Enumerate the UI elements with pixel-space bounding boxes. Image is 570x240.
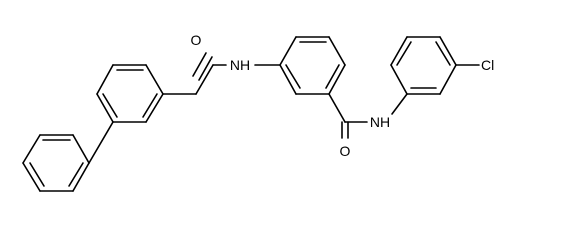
biaryl-bond <box>88 121 114 164</box>
nitrogen-right-label: NH <box>370 114 390 130</box>
oxygen-left-label: O <box>191 32 202 48</box>
chlorophenyl-ring <box>390 36 480 95</box>
central-ring <box>279 36 346 95</box>
oxygen-right-label: O <box>340 143 351 159</box>
amide-left <box>162 52 281 95</box>
amide-right <box>328 93 408 139</box>
biphenyl-ring <box>96 64 164 123</box>
chlorine-label: Cl <box>481 57 494 73</box>
chemical-structure: O NH O NH Cl <box>22 32 494 192</box>
nitrogen-left-label: NH <box>230 57 250 73</box>
phenyl-ring <box>22 134 90 192</box>
